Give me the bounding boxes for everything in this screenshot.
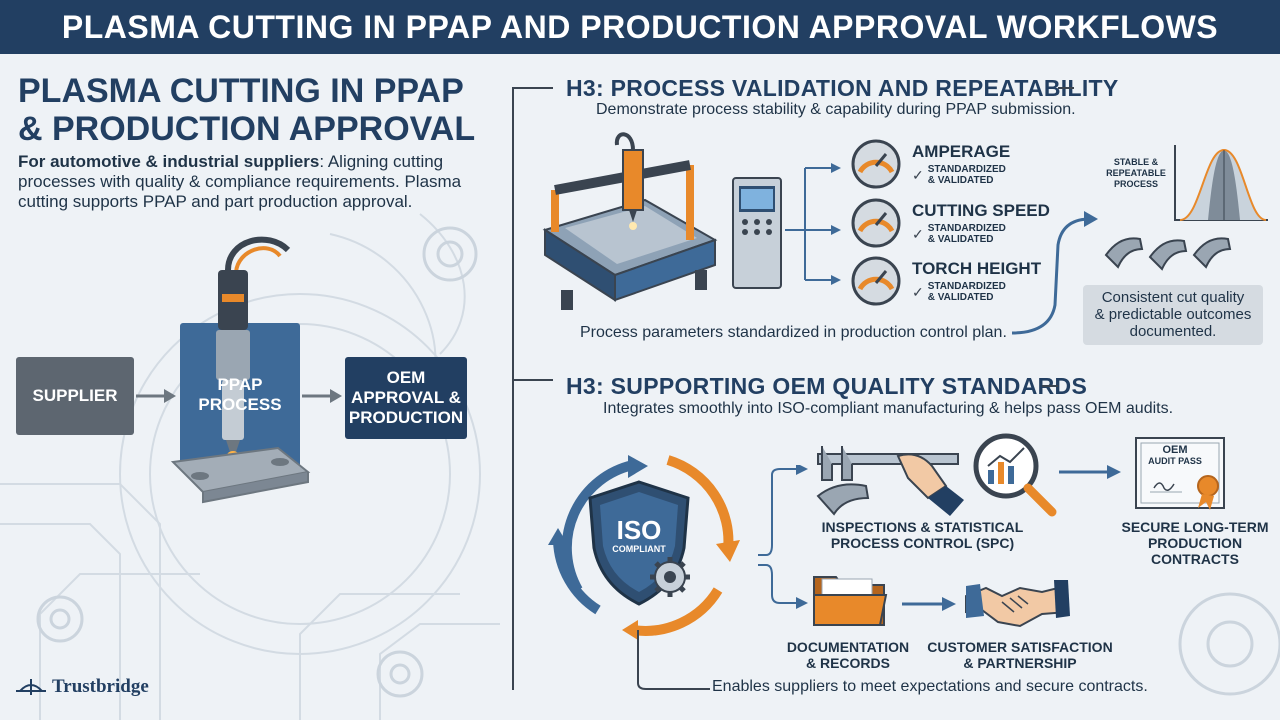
arrow-to-handshake-icon <box>902 597 956 611</box>
spc-label: INSPECTIONS & STATISTICAL PROCESS CONTRO… <box>820 519 1025 551</box>
check-icon: ✓ <box>912 283 924 300</box>
ppap-process-label: PPAP PROCESS <box>190 372 290 418</box>
iso-cycle-arrows-icon <box>548 455 740 640</box>
check-icon: ✓ <box>912 225 924 242</box>
param-amperage-sub1: STANDARDIZED <box>927 164 1006 175</box>
audit-pass-text: OEM AUDIT PASS <box>1140 444 1210 467</box>
oem-approval-box: OEM APPROVAL & PRODUCTION <box>345 357 467 439</box>
customer-label: CUSTOMER SATISFACTION & PARTNERSHIP <box>922 639 1118 671</box>
result-line2: & predictable outcomes <box>1094 306 1252 323</box>
section2-heading-rule <box>1042 385 1058 387</box>
section2-bottom-note: Enables suppliers to meet expectations a… <box>712 678 1148 695</box>
contracts-label: SECURE LONG-TERM PRODUCTION CONTRACTS <box>1112 519 1278 567</box>
oem-line3: PRODUCTION <box>348 408 464 427</box>
param-torch-height: TORCH HEIGHT ✓ STANDARDIZED& VALIDATED <box>912 259 1062 303</box>
plasma-torch-icon <box>170 236 311 504</box>
section1-subheading: Demonstrate process stability & capabili… <box>596 101 1076 118</box>
param-amperage-sub2: & VALIDATED <box>927 175 994 186</box>
left-description-bold: For automotive & industrial suppliers <box>18 152 320 171</box>
result-line1: Consistent cut quality <box>1101 289 1245 306</box>
section1-heading-rule <box>1058 87 1074 89</box>
flow-arrow-to-result-icon <box>1011 211 1098 335</box>
contracts-line1: SECURE LONG-TERM <box>1121 519 1269 535</box>
caliper-inspection-icon <box>816 446 964 516</box>
section2-branch-connector <box>637 465 808 690</box>
iso-sublabel: COMPLIANT <box>612 544 666 554</box>
stable-label-3: PROCESS <box>1113 179 1158 189</box>
docs-label: DOCUMENTATION & RECORDS <box>778 639 918 671</box>
banner-title: PLASMA CUTTING IN PPAP AND PRODUCTION AP… <box>61 8 1219 45</box>
param-branch-connector <box>785 163 841 285</box>
contracts-line2: PRODUCTION CONTRACTS <box>1147 535 1243 567</box>
left-title-line2: & PRODUCTION APPROVAL <box>18 110 476 148</box>
logo-text: Trustbridge <box>52 676 149 697</box>
audit-line1: OEM <box>1162 444 1188 456</box>
spc-line1: INSPECTIONS & STATISTICAL <box>821 519 1024 535</box>
supplier-label: SUPPLIER <box>32 386 118 405</box>
folder-icon <box>813 576 888 626</box>
iso-label: ISO <box>616 515 662 545</box>
ppap-label-line2: PROCESS <box>198 395 282 414</box>
stable-label-1: STABLE & <box>1113 157 1159 167</box>
torch-height-gauge-icon <box>851 256 901 306</box>
param-amperage: AMPERAGE ✓ STANDARDIZED& VALIDATED <box>912 142 1062 186</box>
cnc-plasma-table-icon <box>542 132 718 310</box>
cust-line2: & PARTNERSHIP <box>963 655 1077 671</box>
stable-label-2: REPEATABLE <box>1106 168 1166 178</box>
bell-curve-icon <box>1174 145 1268 221</box>
arrow-supplier-to-ppap-icon <box>136 389 176 403</box>
section-bracket <box>512 87 553 690</box>
param-speed-sub2: & VALIDATED <box>927 234 994 245</box>
section1-bottom-note: Process parameters standardized in produ… <box>580 324 1007 341</box>
trustbridge-logo: Trustbridge <box>14 676 149 698</box>
section1-heading: H3: PROCESS VALIDATION AND REPEATABILITY <box>566 75 1119 101</box>
param-speed-sub1: STANDARDIZED <box>927 223 1006 234</box>
cust-line1: CUSTOMER SATISFACTION <box>927 639 1113 655</box>
param-torch-title: TORCH HEIGHT <box>912 259 1042 278</box>
amperage-gauge-icon <box>851 139 901 189</box>
docs-line1: DOCUMENTATION <box>786 639 910 655</box>
oem-line1: OEM <box>386 368 426 387</box>
consistent-quality-box: Consistent cut quality & predictable out… <box>1083 285 1263 345</box>
arrow-ppap-to-oem-icon <box>302 389 342 403</box>
audit-certificate-icon <box>1135 437 1225 510</box>
cutting-speed-gauge-icon <box>851 198 901 248</box>
audit-line2: AUDIT PASS <box>1148 456 1202 466</box>
cut-parts-icon <box>1104 237 1232 271</box>
left-title-line1: PLASMA CUTTING IN PPAP <box>18 72 464 110</box>
param-torch-sub1: STANDARDIZED <box>927 281 1006 292</box>
logo-mark-icon <box>16 679 46 695</box>
handshake-icon <box>965 580 1070 628</box>
iso-badge-text: ISO COMPLIANT <box>590 516 688 554</box>
stable-process-label: STABLE & REPEATABLE PROCESS <box>1090 157 1182 190</box>
left-description-rest: : Aligning cutting processes with qualit… <box>18 152 462 211</box>
control-console-icon <box>732 177 782 289</box>
param-speed-title: CUTTING SPEED <box>912 201 1050 220</box>
background-decoration <box>0 213 1280 720</box>
result-line3: documented. <box>1129 323 1217 340</box>
arrow-to-audit-icon <box>1059 465 1121 479</box>
check-icon: ✓ <box>912 166 924 183</box>
spc-line2: PROCESS CONTROL (SPC) <box>830 535 1015 551</box>
gear-icon <box>650 557 690 597</box>
supplier-box: SUPPLIER <box>16 357 134 435</box>
left-title: PLASMA CUTTING IN PPAP & PRODUCTION APPR… <box>18 72 488 148</box>
ppap-label-line1: PPAP <box>217 375 263 394</box>
section2-heading: H3: SUPPORTING OEM QUALITY STANDARDS <box>566 373 1088 399</box>
param-cutting-speed: CUTTING SPEED ✓ STANDARDIZED& VALIDATED <box>912 201 1062 245</box>
param-torch-sub2: & VALIDATED <box>927 292 994 303</box>
left-description: For automotive & industrial suppliers: A… <box>18 152 488 212</box>
magnifier-chart-icon <box>973 433 1057 517</box>
page-banner: PLASMA CUTTING IN PPAP AND PRODUCTION AP… <box>0 0 1280 54</box>
section2-subheading: Integrates smoothly into ISO-compliant m… <box>603 400 1174 417</box>
oem-line2: APPROVAL & <box>351 388 461 407</box>
param-amperage-title: AMPERAGE <box>912 142 1011 161</box>
docs-line2: & RECORDS <box>805 655 890 671</box>
